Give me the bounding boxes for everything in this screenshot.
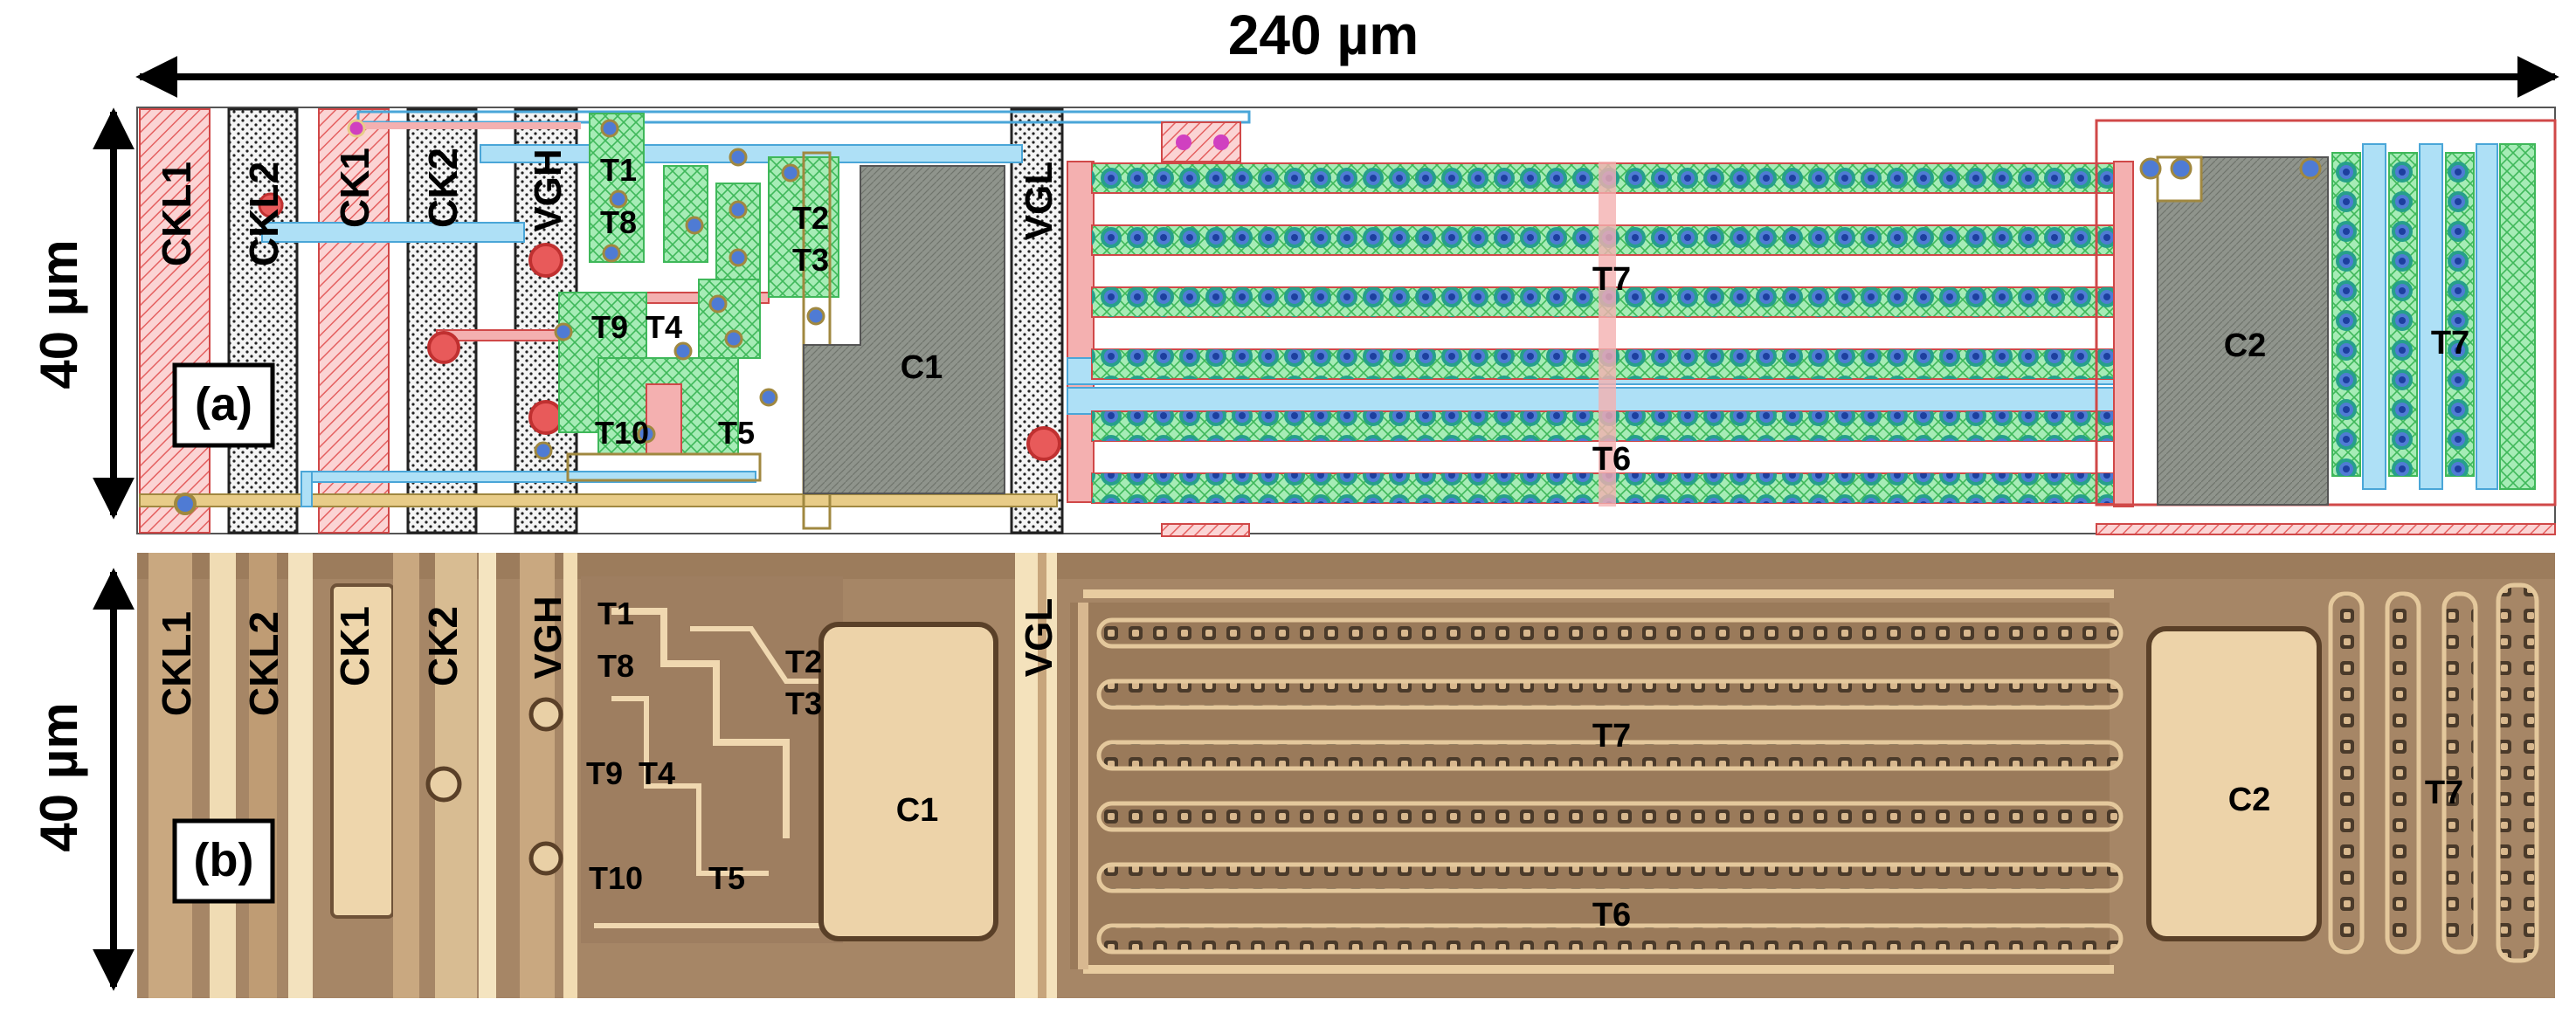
panel-b-transistor-t5: T5 [708, 860, 745, 896]
panel-a-transistor-t4: T4 [646, 309, 682, 345]
panel-a-rail-label-ckl1: CKL1 [154, 162, 199, 266]
height-dimension-a-label: 40 µm [30, 239, 88, 389]
rail-ck2 [406, 107, 478, 534]
panel-b-transistor-t9: T9 [586, 755, 623, 791]
capacitor-c1 [803, 165, 1005, 494]
panel-b-rail-label-ck2: CK2 [420, 606, 466, 686]
rail-ckl2 [227, 107, 299, 534]
panel-a-transistor-t3: T3 [792, 242, 829, 278]
panel-b-micrograph: CKL1 CKL2 CK1 CK2 VGH VGL (b) T1 T8 T2 T… [137, 553, 2555, 998]
panel-a-rail-label-ckl2: CKL2 [241, 162, 287, 266]
panel-a-capacitor-c1: C1 [901, 349, 943, 386]
panel-b-label-box [172, 818, 275, 904]
panel-a-rail-label-vgh: VGH [527, 148, 570, 231]
panel-b-transistor-t7-right: T7 [2425, 775, 2463, 811]
panel-a-rail-label-ck2: CK2 [420, 148, 466, 228]
photo-capacitor-c2 [2146, 626, 2322, 941]
transistor-block-t7-t6 [1067, 161, 2134, 507]
transistor-block-t7-right [2331, 143, 2536, 490]
panel-a-capacitor-c2: C2 [2224, 327, 2267, 364]
capacitor-c2 [2157, 156, 2329, 506]
panel-a-rail-label-vgl: VGL [1018, 162, 1060, 240]
panel-b-transistor-t8: T8 [597, 648, 634, 684]
panel-b-rail-label-vgh: VGH [527, 596, 570, 679]
panel-b-transistor-t1: T1 [597, 596, 634, 631]
rail-ck1 [318, 108, 390, 534]
panel-a-rail-label-ck1: CK1 [332, 148, 377, 228]
panel-b-rail-label-vgl: VGL [1018, 598, 1060, 677]
panel-b-rail-label-ckl2: CKL2 [241, 611, 287, 716]
panel-a-label: (a) [195, 378, 252, 431]
panel-b-rail-label-ck1: CK1 [332, 606, 377, 686]
panel-b-transistor-t7-main: T7 [1592, 718, 1631, 755]
panel-b-transistor-t10: T10 [589, 860, 643, 896]
rail-ckl1 [139, 108, 211, 534]
height-dimension-b-label: 40 µm [30, 702, 88, 851]
panel-b-capacitor-c1: C1 [896, 792, 939, 829]
panel-a-transistor-t9: T9 [591, 309, 628, 345]
panel-b-transistor-t4: T4 [639, 755, 675, 791]
panel-a-transistor-t10: T10 [595, 415, 649, 451]
panel-b-transistor-t2: T2 [785, 644, 822, 679]
width-dimension: 240 µm [135, 3, 2559, 98]
panel-a-transistor-t5: T5 [718, 415, 755, 451]
panel-a-layout: CKL1 CKL2 CK1 CK2 VGH VGL (a) T1 T8 T2 T… [136, 107, 2557, 537]
panel-b-label: (b) [194, 834, 254, 886]
height-dimension-a: 40 µm [30, 107, 135, 520]
panel-b-capacitor-c2: C2 [2228, 782, 2271, 818]
panel-b-transistor-t6: T6 [1592, 897, 1631, 934]
height-dimension-b: 40 µm [30, 568, 135, 991]
panel-b-rail-label-ckl1: CKL1 [154, 611, 199, 716]
panel-a-transistor-t1: T1 [600, 152, 637, 188]
transistor-cluster-left [534, 113, 839, 482]
photo-capacitor-c1 [818, 622, 998, 941]
panel-a-transistor-t8: T8 [600, 204, 637, 240]
panel-a-label-box [172, 362, 275, 448]
rail-vgl [1010, 107, 1064, 534]
width-dimension-label: 240 µm [1228, 3, 1419, 66]
panel-a-transistor-t7-right: T7 [2431, 325, 2469, 362]
panel-a-transistor-t6: T6 [1592, 441, 1631, 478]
panel-a-transistor-t2: T2 [792, 200, 829, 236]
panel-b-transistor-t3: T3 [785, 686, 822, 721]
panel-a-transistor-t7-main: T7 [1592, 261, 1631, 298]
